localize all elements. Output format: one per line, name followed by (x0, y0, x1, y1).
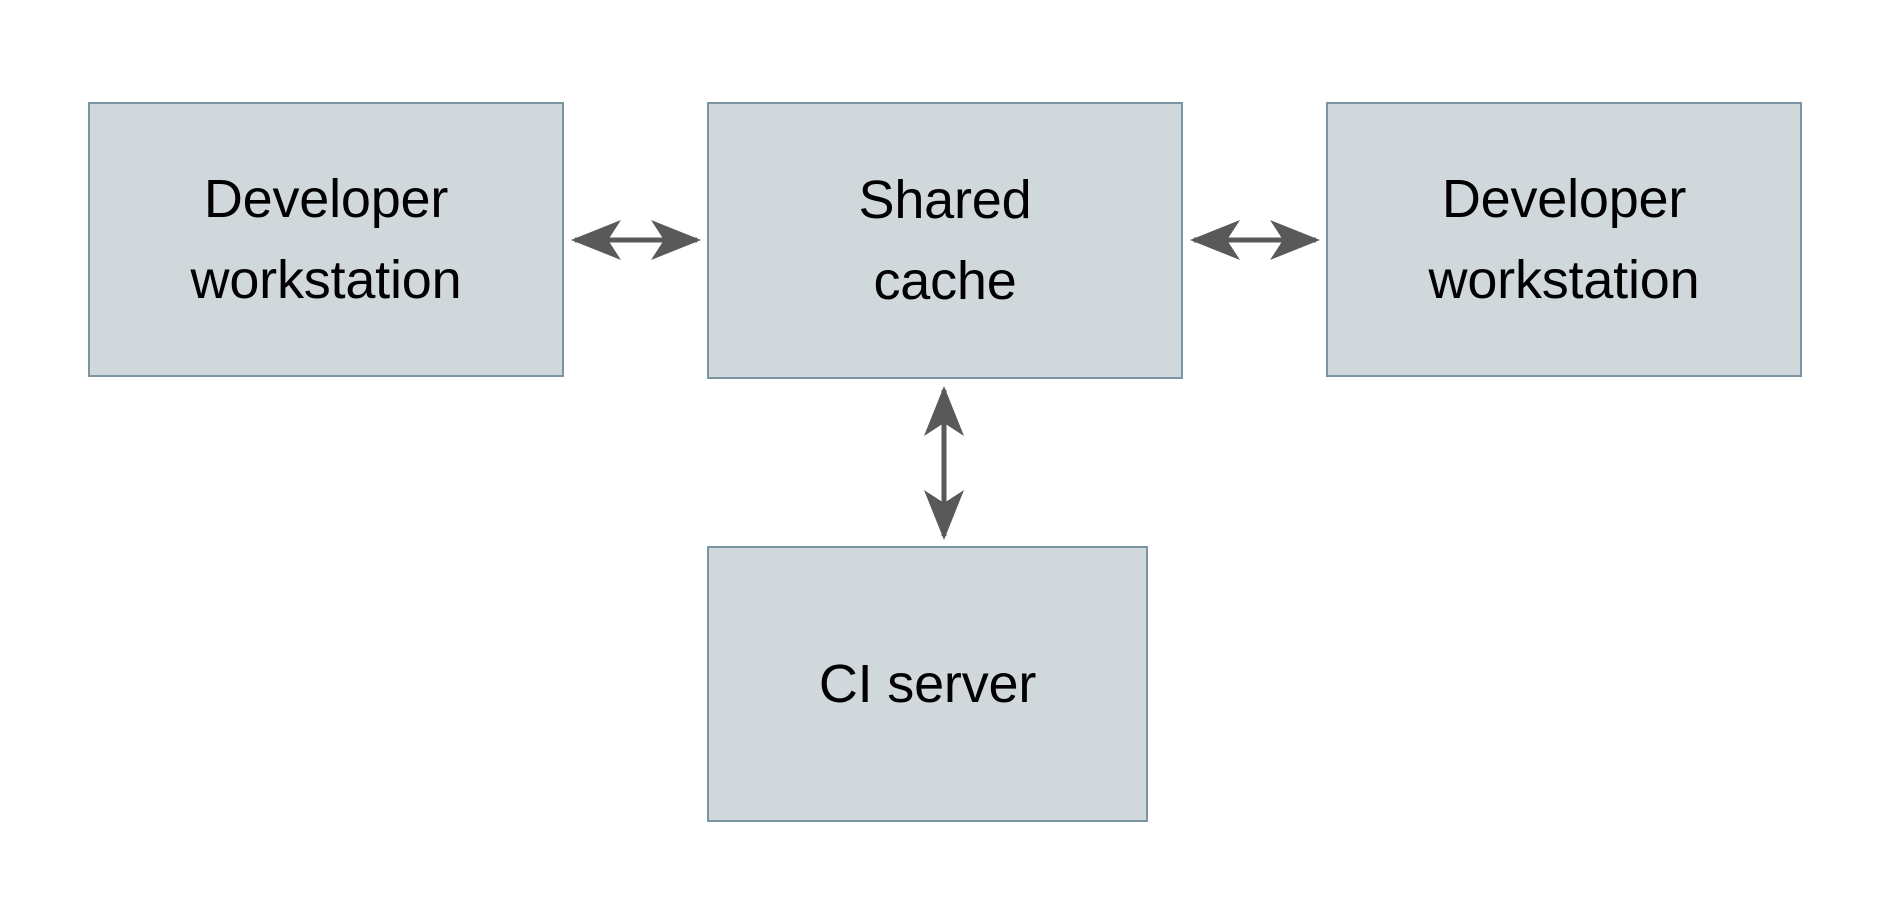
node-developer-workstation-right[interactable]: Developer workstation (1326, 102, 1802, 377)
node-shared-cache[interactable]: Shared cache (707, 102, 1183, 379)
node-ci-server[interactable]: CI server (707, 546, 1148, 822)
node-developer-workstation-left[interactable]: Developer workstation (88, 102, 564, 377)
node-label: CI server (818, 653, 1037, 714)
node-label: Shared cache (858, 169, 1032, 311)
node-label: Developer workstation (190, 168, 462, 310)
node-label: Developer workstation (1428, 168, 1700, 310)
